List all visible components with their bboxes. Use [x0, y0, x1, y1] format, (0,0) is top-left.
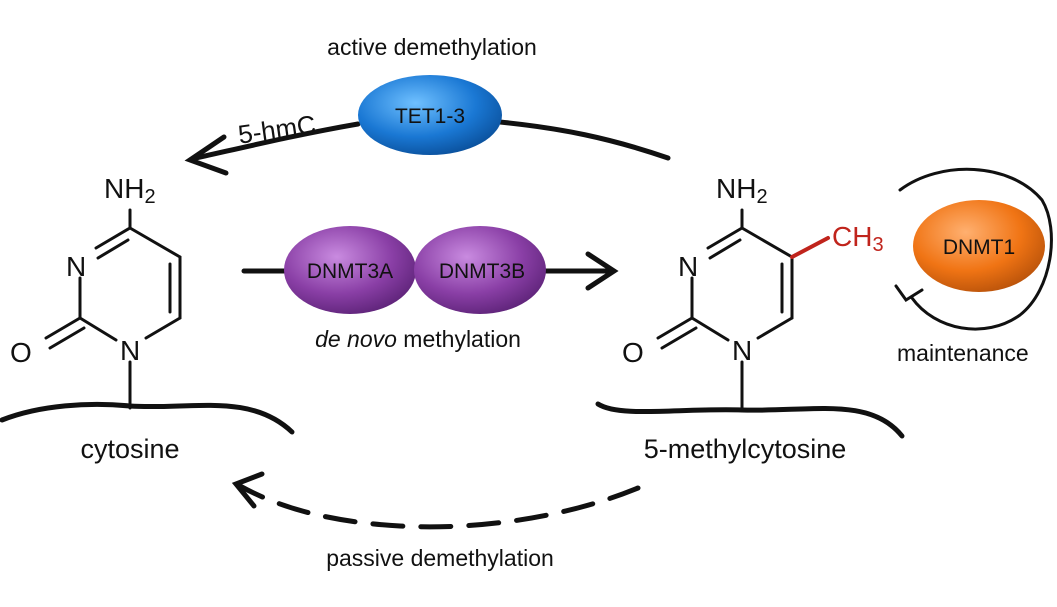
methylcytosine-label: 5-methylcytosine — [644, 434, 847, 464]
methylcytosine-amine: NH2 — [716, 173, 768, 208]
methylcytosine-molecule: NH2 N N O CH3 — [622, 173, 884, 412]
cytosine-dna-strand — [0, 401, 295, 435]
active-demethylation-arrow — [184, 119, 671, 176]
methylcytosine-dna-strand — [595, 401, 905, 439]
methyl-group: CH3 — [832, 221, 884, 256]
cytosine-n1: N — [120, 335, 140, 366]
methyl-bond — [790, 236, 830, 259]
passive-demethylation-arrow — [231, 471, 641, 530]
cytosine-amine: NH2 — [104, 173, 156, 208]
dnmt3b-enzyme: DNMT3B — [414, 226, 546, 314]
tet-enzyme: TET1-3 — [358, 75, 502, 155]
de-novo-rest: methylation — [397, 326, 521, 352]
dnmt1-enzyme: DNMT1 — [913, 200, 1045, 292]
methylcytosine-oxygen: O — [622, 337, 644, 368]
de-novo-label: de novo methylation — [315, 326, 521, 352]
cytosine-label: cytosine — [80, 434, 179, 464]
cytosine-oxygen: O — [10, 337, 32, 368]
tet-label: TET1-3 — [395, 105, 465, 128]
active-demethylation-label: active demethylation — [327, 34, 537, 60]
maintenance-label: maintenance — [897, 340, 1029, 366]
cytosine-n3: N — [66, 251, 86, 282]
de-novo-italic: de novo — [315, 326, 397, 352]
dnmt3a-label: DNMT3A — [307, 260, 393, 283]
methylcytosine-n1: N — [732, 335, 752, 366]
dnmt1-label: DNMT1 — [943, 236, 1015, 259]
dnmt3a-enzyme: DNMT3A — [284, 226, 416, 314]
cytosine-molecule: NH2 N N O — [10, 173, 182, 410]
methylcytosine-n3: N — [678, 251, 698, 282]
passive-demethylation-label: passive demethylation — [326, 545, 554, 571]
hmc-label: 5-hmC — [236, 109, 317, 150]
maintenance-arrow — [894, 167, 1053, 331]
dnmt3b-label: DNMT3B — [439, 260, 525, 283]
